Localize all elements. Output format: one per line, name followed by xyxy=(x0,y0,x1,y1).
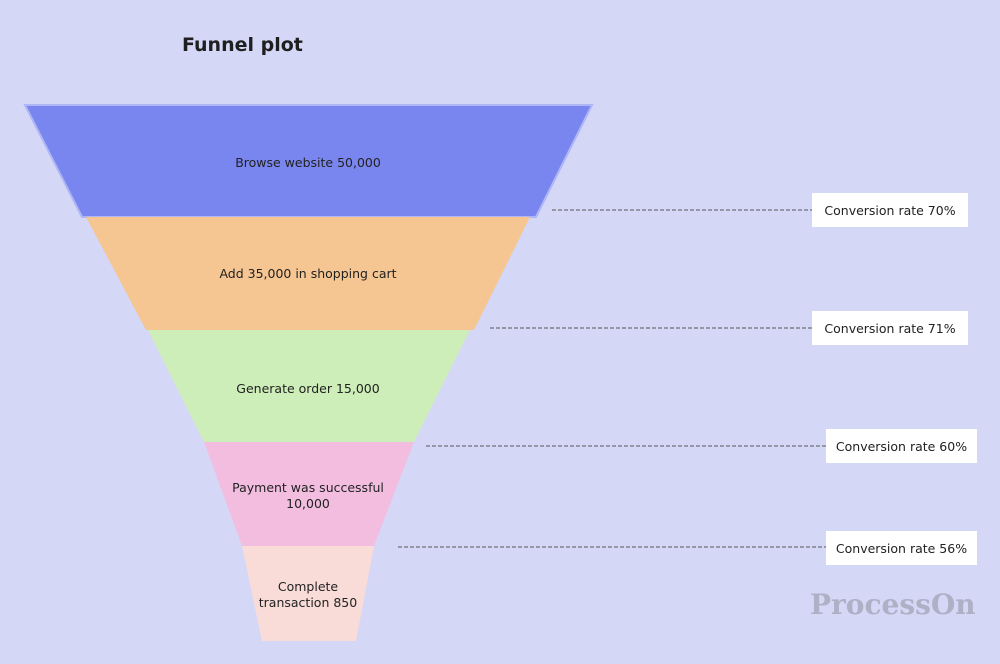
conversion-rate-box xyxy=(826,429,977,463)
funnel-segment xyxy=(204,442,414,546)
conversion-rate-box xyxy=(812,193,968,227)
funnel-segment-label: Browse website 50,000 xyxy=(235,155,381,170)
funnel-segment xyxy=(148,330,470,442)
conversion-rate-label: Conversion rate 71% xyxy=(824,321,955,336)
processon-watermark: ProcessOn xyxy=(810,588,976,621)
funnel-segment xyxy=(23,104,594,218)
chart-title: Funnel plot xyxy=(182,34,303,56)
conversion-rate-box xyxy=(826,531,977,565)
conversion-rates: Conversion rate 70% Conversion rate 71% Co… xyxy=(398,193,977,565)
conversion-rate-label: Conversion rate 70% xyxy=(824,203,955,218)
funnel-segment-label: Generate order 15,000 xyxy=(236,381,379,396)
funnel-segment xyxy=(86,217,530,330)
conversion-rate-label: Conversion rate 60% xyxy=(836,439,967,454)
conversion-rate-box xyxy=(812,311,968,345)
funnel-segment xyxy=(242,546,374,641)
conversion-rate-label: Conversion rate 56% xyxy=(836,541,967,556)
funnel-segment-label: Add 35,000 in shopping cart xyxy=(219,266,396,281)
